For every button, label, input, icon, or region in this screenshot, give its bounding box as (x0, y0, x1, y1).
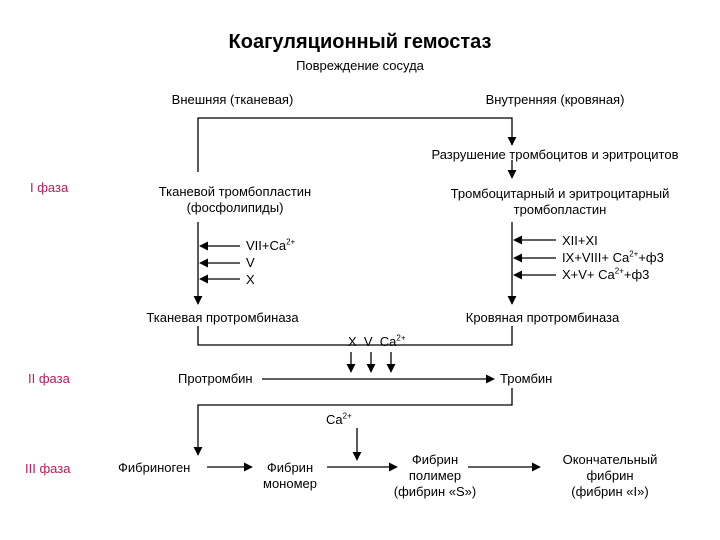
left-factor-3: X (246, 272, 255, 287)
right-factor-3-sup: 2+ (614, 266, 624, 276)
calcium-sup: 2+ (342, 411, 352, 421)
right-factor-2: IX+VIII+ Ca2++ф3 (562, 250, 664, 266)
tissue-thromboplastin: Тканевой тромбопластин (фосфолипиды) (120, 184, 350, 216)
right-factor-3-post: +ф3 (623, 267, 650, 282)
final-fibrin-line2: фибрин (586, 468, 634, 483)
left-factor-1-sup: 2+ (286, 237, 296, 247)
right-factor-2-sup: 2+ (629, 249, 639, 259)
tissue-prothrombinase: Тканевая протромбиназа (146, 310, 299, 325)
prothrombinase-merge-line (197, 326, 513, 346)
calcium-label: Ca2+ (326, 412, 352, 428)
platelet-thromboplastin-line1: Тромбоцитарный и эритроцитарный (450, 186, 670, 201)
combined-factors-text: X V Ca (348, 334, 397, 349)
fibrin-polymer: Фибрин полимер (фибрин «S») (380, 452, 490, 500)
phase-2-label: II фаза (28, 371, 70, 386)
fibrinogen-label: Фибриноген (118, 460, 191, 475)
left-factor-1: VII+Ca2+ (246, 238, 295, 254)
fibrin-monomer-line2: мономер (263, 476, 317, 491)
right-factor-2-post: +ф3 (638, 250, 664, 265)
fibrin-monomer: Фибрин мономер (250, 460, 330, 492)
fibrin-monomer-line1: Фибрин (266, 460, 314, 475)
combined-factors: X V Ca2+ (348, 334, 406, 350)
tissue-thromboplastin-line1: Тканевой тромбопластин (158, 184, 312, 199)
external-pathway-label: Внешняя (тканевая) (171, 92, 294, 107)
right-factor-1: XII+XI (562, 233, 598, 248)
prothrombin-label: Протромбин (178, 371, 253, 386)
phase-3-label: III фаза (25, 461, 71, 476)
page-title: Коагуляционный гемостаз (228, 31, 492, 53)
fibrin-polymer-line3: (фибрин «S») (393, 484, 477, 499)
final-fibrin-line1: Окончательный (562, 452, 658, 467)
fibrin-polymer-line1: Фибрин (411, 452, 459, 467)
platelet-thromboplastin: Тромбоцитарный и эритроцитарный тромбопл… (420, 186, 700, 218)
platelet-thromboplastin-line2: тромбопластин (513, 202, 607, 217)
calcium-text: Ca (326, 412, 343, 427)
tissue-thromboplastin-line2: (фосфолипиды) (186, 200, 284, 215)
right-factor-2-pre: IX+VIII+ Ca (562, 250, 630, 265)
right-factor-3-pre: X+V+ Ca (562, 267, 615, 282)
fibrin-polymer-line2: полимер (408, 468, 462, 483)
combined-factors-sup: 2+ (396, 333, 406, 343)
thrombin-feedback-line (193, 388, 513, 456)
blood-prothrombinase: Кровяная протромбиназа (465, 310, 620, 325)
final-fibrin: Окончательный фибрин (фибрин «I») (548, 452, 672, 500)
thrombin-label: Тромбин (500, 371, 553, 386)
final-fibrin-line3: (фибрин «I») (571, 484, 649, 499)
left-factor-2: V (246, 255, 255, 270)
internal-pathway-label: Внутренняя (кровяная) (485, 92, 625, 107)
right-factor-3: X+V+ Ca2++ф3 (562, 267, 649, 283)
phase-1-label: I фаза (30, 180, 69, 195)
left-factor-1-text: VII+Ca (246, 238, 287, 253)
platelet-destruction-label: Разрушение тромбоцитов и эритроцитов (431, 147, 679, 162)
vessel-damage-label: Повреждение сосуда (296, 58, 424, 73)
damage-split-line (197, 117, 517, 172)
